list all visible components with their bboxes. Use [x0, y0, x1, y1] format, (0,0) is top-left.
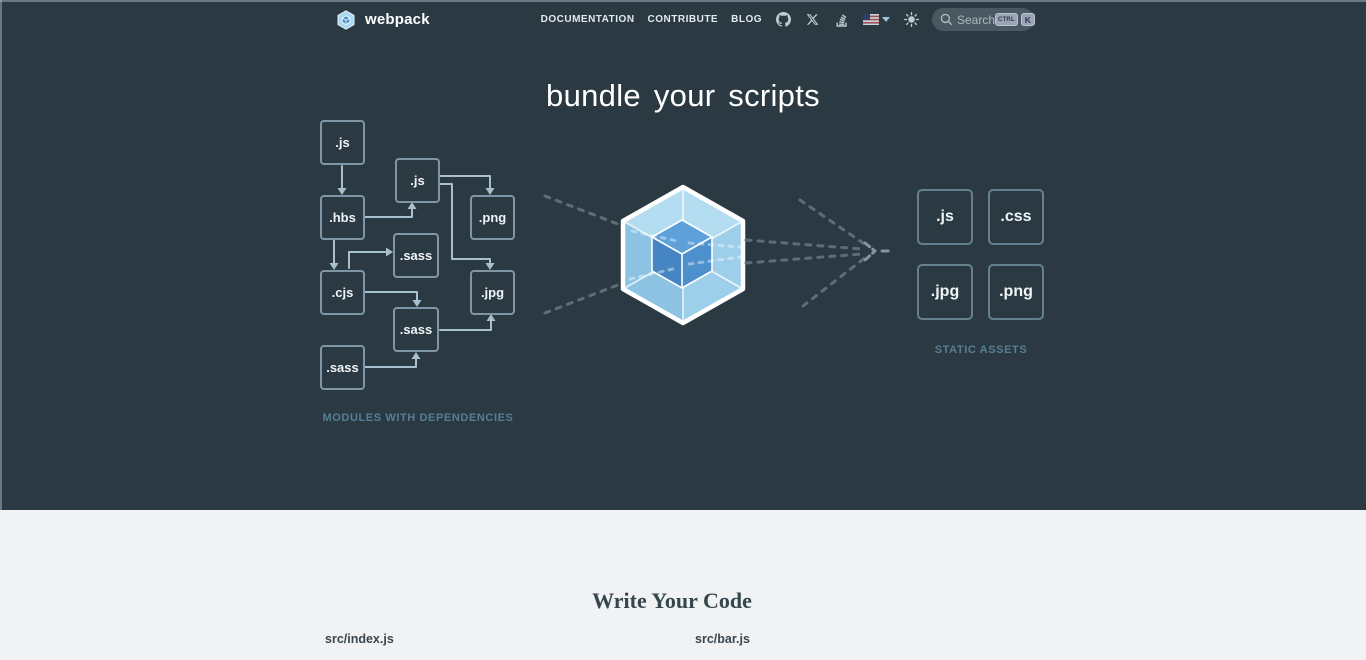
asset-box-label: .jpg — [930, 283, 960, 300]
brand-name: webpack — [365, 11, 430, 28]
module-box-sass3: .sass — [320, 345, 365, 390]
module-box-hbs: .hbs — [320, 195, 365, 240]
module-box-label: .hbs — [329, 210, 356, 225]
nav-link-blog[interactable]: BLOG — [731, 14, 762, 25]
module-box-png: .png — [470, 195, 515, 240]
modules-with-dependencies-label: MODULES WITH DEPENDENCIES — [322, 412, 514, 424]
stackoverflow-icon[interactable] — [833, 12, 849, 28]
asset-box-label: .js — [936, 208, 954, 225]
module-box-sass1: .sass — [393, 233, 439, 278]
asset-box-js: .js — [917, 189, 973, 245]
search-input[interactable]: Search CTRL K — [932, 8, 1035, 31]
navbar-inner: webpack DOCUMENTATION CONTRIBUTE BLOG — [334, 0, 1035, 39]
navbar-right: DOCUMENTATION CONTRIBUTE BLOG — [540, 8, 1035, 31]
module-box-js2: .js — [395, 158, 440, 203]
section-heading: Write Your Code — [592, 588, 752, 613]
write-your-code-section: Write Your Code src/index.js src/bar.js — [0, 510, 1366, 660]
theme-sun-icon[interactable] — [903, 12, 919, 28]
module-box-label: .sass — [399, 248, 433, 263]
github-icon[interactable] — [775, 12, 791, 28]
navbar: webpack DOCUMENTATION CONTRIBUTE BLOG — [0, 0, 1366, 39]
search-icon — [940, 13, 953, 26]
asset-box-label: .png — [999, 283, 1033, 300]
k-key-badge: K — [1020, 13, 1035, 26]
chevron-down-icon — [882, 17, 890, 22]
static-assets-label: STATIC ASSETS — [934, 344, 1028, 356]
nav-link-contribute[interactable]: CONTRIBUTE — [647, 14, 719, 25]
ctrl-key-badge: CTRL — [995, 13, 1018, 26]
module-box-label: .sass — [326, 360, 359, 375]
hero-title: bundle your scripts — [546, 78, 820, 113]
asset-box-jpg: .jpg — [917, 264, 973, 320]
asset-box-css: .css — [988, 189, 1044, 245]
module-box-label: .js — [335, 135, 350, 150]
module-box-js: .js — [320, 120, 365, 165]
module-box-label: .cjs — [331, 285, 354, 300]
bundling-diagram — [329, 165, 890, 368]
search-placeholder: Search — [957, 12, 996, 27]
webpack-cube-logo — [620, 184, 746, 326]
module-box-cjs: .cjs — [320, 270, 365, 315]
language-selector[interactable] — [862, 12, 890, 28]
module-box-sass2: .sass — [393, 307, 439, 352]
file-label-bar-js: src/bar.js — [695, 632, 750, 646]
module-box-label: .png — [478, 210, 507, 225]
language-flag-icon — [862, 12, 879, 28]
x-twitter-icon[interactable] — [804, 12, 820, 28]
module-box-jpg: .jpg — [470, 270, 515, 315]
webpack-logo[interactable]: webpack — [334, 8, 430, 32]
search-shortcut: CTRL K — [995, 13, 1035, 26]
asset-box-label: .css — [1000, 208, 1032, 225]
module-box-label: .jpg — [480, 285, 505, 300]
file-label-index-js: src/index.js — [325, 632, 394, 646]
asset-box-png: .png — [988, 264, 1044, 320]
nav-link-documentation[interactable]: DOCUMENTATION — [540, 14, 635, 25]
module-box-label: .js — [410, 173, 425, 188]
hero-section: webpack DOCUMENTATION CONTRIBUTE BLOG — [0, 0, 1366, 510]
webpack-cube-icon — [334, 8, 358, 32]
module-box-label: .sass — [399, 322, 433, 337]
